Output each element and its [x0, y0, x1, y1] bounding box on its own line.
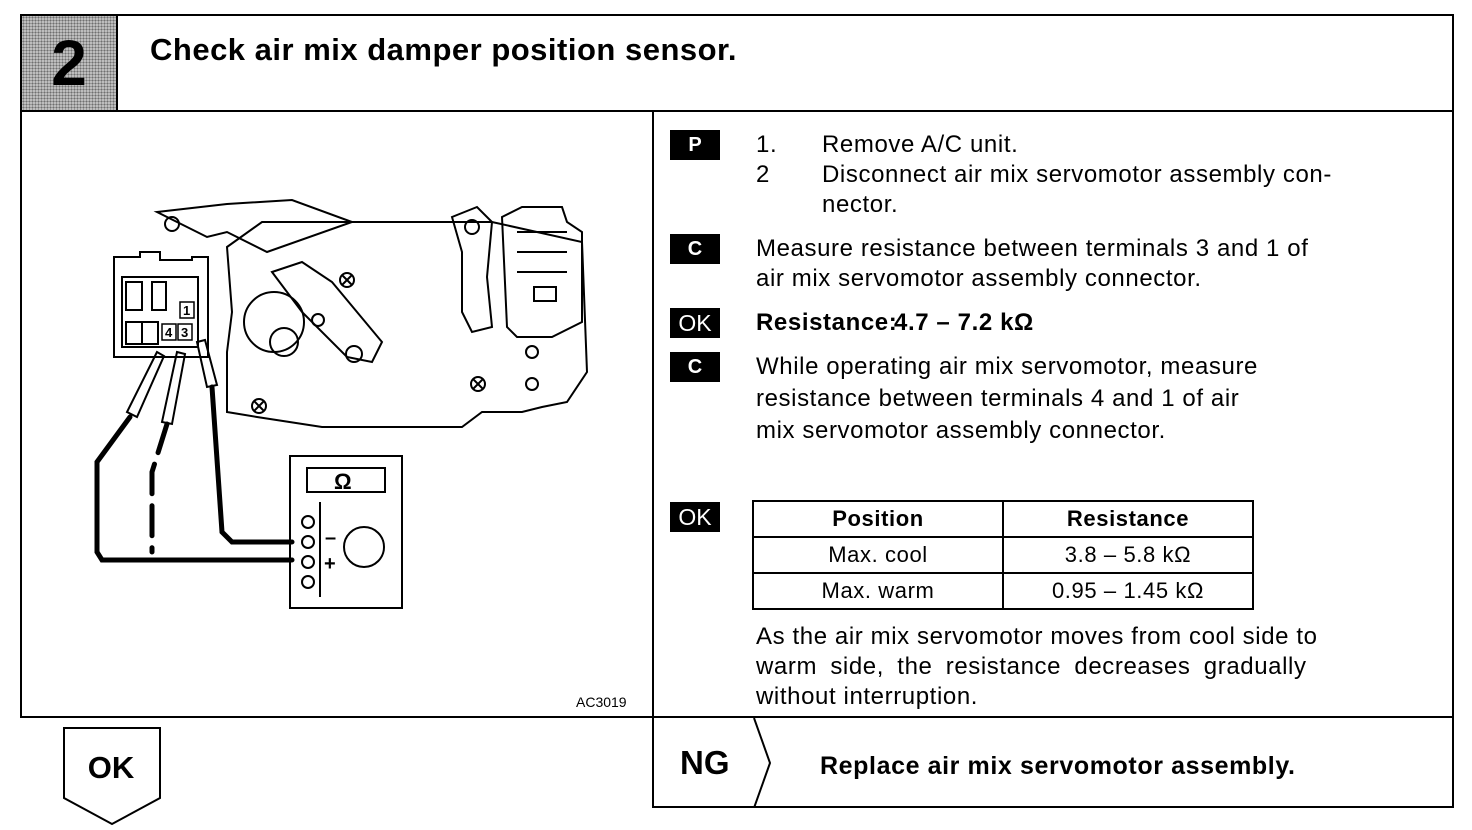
cam-plate	[270, 260, 384, 364]
step2-number: 2	[756, 161, 770, 188]
figure-id: AC3019	[576, 694, 627, 710]
column-divider	[652, 110, 654, 808]
p-tag: P	[670, 130, 720, 160]
table-row: Max. warm 0.95 – 1.45 kΩ	[752, 572, 1254, 610]
step2-text-line2: nector.	[822, 191, 899, 218]
step1-text: Remove A/C unit.	[822, 131, 1019, 158]
note-line3: without interruption.	[756, 683, 979, 710]
servomotor-diagram: 1 4 3 Ω – +	[94, 198, 589, 609]
row-resistance: 3.8 – 5.8 kΩ	[1002, 536, 1254, 574]
step-number: 2	[51, 27, 87, 99]
multimeter	[289, 455, 403, 609]
row-resistance: 0.95 – 1.45 kΩ	[1002, 572, 1254, 610]
step-title: Check air mix damper position sensor.	[150, 32, 738, 67]
probe-a	[125, 350, 166, 419]
step-number-box: 2	[20, 14, 118, 112]
step2-text-line1: Disconnect air mix servomotor assembly c…	[822, 161, 1332, 188]
lever-arm	[153, 198, 355, 254]
c-tag-2: C	[670, 352, 720, 382]
pin-3-label: 3	[181, 325, 188, 340]
ok1-value: 4.7 – 7.2 kΩ	[894, 309, 1034, 336]
lead-dashed	[149, 421, 170, 555]
ng-result-box	[652, 716, 1454, 808]
header-resistance: Resistance	[1002, 500, 1254, 538]
lead-minus	[209, 384, 295, 545]
resistance-table: Position Resistance Max. cool 3.8 – 5.8 …	[752, 500, 1254, 610]
ok-tag-2: OK	[670, 502, 720, 532]
ok1-label: Resistance:	[756, 309, 898, 336]
c1-line2: air mix servomotor assembly connector.	[756, 265, 1202, 292]
ohm-symbol: Ω	[334, 469, 352, 494]
c2-line2: resistance between terminals 4 and 1 of …	[756, 385, 1240, 412]
lead-plus	[94, 414, 295, 563]
ok-result-label: OK	[87, 750, 135, 785]
plus-sign: +	[324, 553, 336, 575]
right-connector	[500, 206, 583, 338]
pin-4-label: 4	[165, 325, 173, 340]
minus-sign: –	[325, 527, 336, 549]
c2-line3: mix servomotor assembly connector.	[756, 417, 1166, 444]
c2-line1: While operating air mix servomotor, meas…	[756, 353, 1258, 380]
table-row: Max. cool 3.8 – 5.8 kΩ	[752, 536, 1254, 574]
ng-action-text: Replace air mix servomotor assembly.	[820, 752, 1296, 780]
probe-b	[160, 350, 187, 426]
ng-chevron	[753, 718, 772, 808]
ok-arrow-shape	[63, 727, 161, 826]
header-position: Position	[752, 500, 1004, 538]
c1-line1: Measure resistance between terminals 3 a…	[756, 235, 1309, 262]
note-line1: As the air mix servomotor moves from coo…	[756, 623, 1318, 650]
c-tag-1: C	[670, 234, 720, 264]
ng-result-label: NG	[680, 744, 730, 781]
step1-number: 1.	[756, 131, 778, 158]
table-header-row: Position Resistance	[752, 500, 1254, 538]
ok-tag-1: OK	[670, 308, 720, 338]
note-line2: warm side, the resistance decreases grad…	[756, 653, 1307, 680]
pin-1-label: 1	[183, 303, 190, 318]
row-position: Max. warm	[752, 572, 1004, 610]
row-position: Max. cool	[752, 536, 1004, 574]
drum-gear	[243, 291, 305, 353]
probe-c	[195, 338, 219, 389]
